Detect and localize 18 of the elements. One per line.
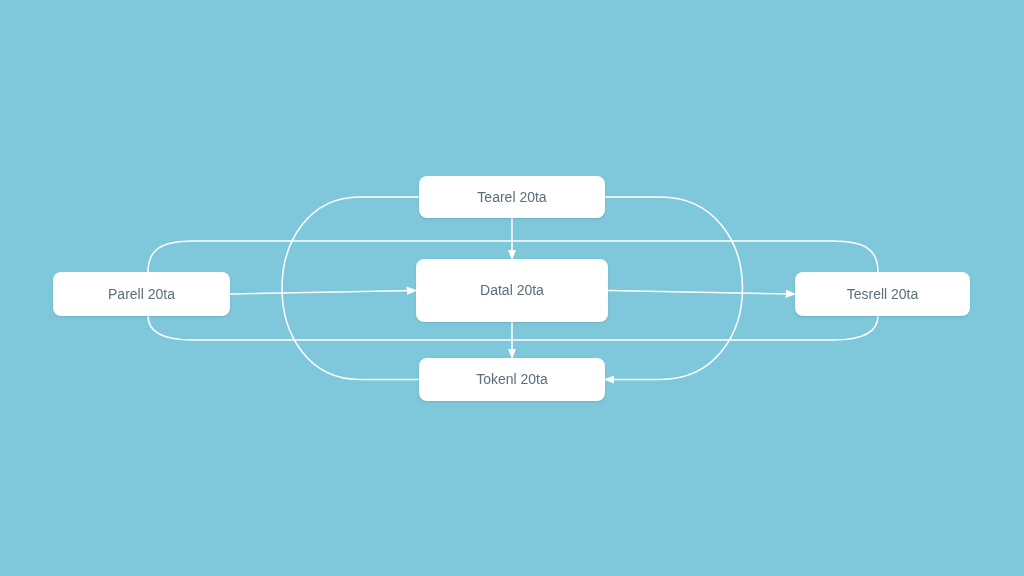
connector-line (147, 315, 879, 341)
arrow (229, 286, 418, 295)
connector-line (147, 240, 879, 273)
box-label: Tearel 20ta (477, 187, 547, 207)
arrow (603, 196, 744, 384)
connector-line (281, 196, 420, 381)
box-label: Datal 20ta (480, 281, 544, 300)
process-box (416, 259, 608, 322)
arrow (507, 217, 517, 261)
process-box (795, 272, 970, 316)
arrow (607, 289, 797, 298)
process-box (419, 176, 605, 218)
box-label: Parell 20ta (108, 284, 175, 304)
arrow (507, 321, 517, 360)
process-box (419, 358, 605, 401)
process-box (53, 272, 230, 316)
box-label: Tesrell 20ta (846, 284, 919, 304)
box-label: Tokenl 20ta (476, 370, 548, 389)
